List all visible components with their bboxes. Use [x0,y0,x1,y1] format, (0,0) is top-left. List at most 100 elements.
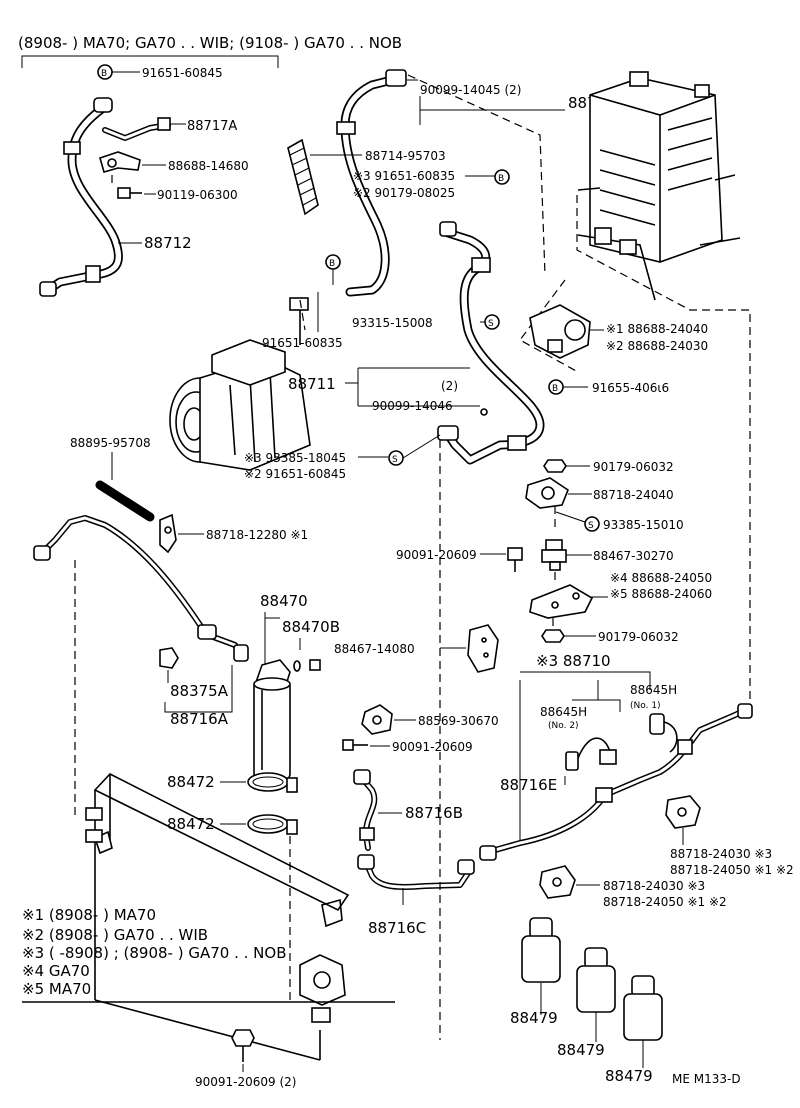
label-88688-24030: ※2 88688-24030 [606,339,708,353]
label-88712-left: 88712 [144,234,192,252]
clamp-88718-24030-a [665,795,701,829]
receiver-88470 [253,659,291,781]
label-90091-20609-a: 90091-20609 [396,548,477,562]
label-90091-20609-c: 90091-20609 (2) [195,1075,297,1089]
label-91655-40616: 91655-406ι6 [592,381,669,395]
pipe-88716B [353,769,378,851]
switch-88569-30670 [361,704,393,735]
hose-88711 [437,221,545,465]
switch-88467-30270 [541,539,567,571]
label-93315-15008: 93315-15008 [352,316,433,330]
boot-88479-c [623,975,663,1041]
label-88375A: 88375A [170,682,229,700]
note-3: ※3 ( -8908) ; (8908- ) GA70 . . NOB [22,944,287,962]
label-88718-24030-b: 88718-24030 ※3 [603,879,705,893]
insulator-88714-95703 [287,138,319,216]
label-90099-14046: 90099-14046 [372,399,453,413]
pipe-88716A [33,515,249,662]
note-2: ※2 (8908- ) GA70 . . WIB [22,926,208,944]
hose-88712-center [336,69,407,297]
switch-88467-14080 [467,624,499,673]
b-symbol-4-text: B [329,259,335,269]
label-88718-24040: 88718-24040 [593,488,674,502]
label-91651-60845-b: ※2 91651-60845 [244,467,346,481]
label-88467-30270: 88467-30270 [593,549,674,563]
label-90091-20609-b: 90091-20609 [392,740,473,754]
label-90099-14045: 90099-14045 (2) [420,83,522,97]
label-88716A: 88716A [170,710,229,728]
bracket-88688-14680 [99,151,141,173]
boot-88479-a [521,917,561,983]
label-88479-a: 88479 [510,1009,558,1027]
evaporator-unit [577,71,741,301]
pipe-88717A [102,117,171,141]
label-88645H-b: 88645H [540,705,587,719]
clamp-88718-24030-b [539,865,576,899]
note-4: ※4 GA70 [22,962,90,980]
clamp-88472-a [247,772,298,793]
label-88717A: 88717A [187,119,237,134]
label-88714-95703: 88714-95703 [365,149,446,163]
bolt-90119-06300 [117,187,142,199]
b-symbol-3-text: B [552,384,558,394]
label-93385-15010: 93385-15010 [603,518,684,532]
label-88688-24040: ※1 88688-24040 [606,322,708,336]
nut-90179-06032-b [541,629,565,643]
s-symbol-2-text: S [392,455,398,465]
label-90119-06300: 90119-06300 [157,188,238,202]
label-no1: (No. 1) [630,701,661,711]
label-90179-08025: ※2 90179-08025 [353,186,455,200]
sensor-88645H-1 [649,713,678,753]
b-symbol-1-text: B [101,69,107,79]
label-93385-18045: ※3 93385-18045 [244,451,346,465]
cap-88375A [159,647,179,669]
label-88470B: 88470B [282,618,340,636]
header-text: (8908- ) MA70; GA70 . . WIB; (9108- ) GA… [18,34,402,52]
label-88718-12280: 88718-12280 ※1 [206,528,308,542]
label-88716C: 88716C [368,919,426,937]
condenser-valve [299,954,346,1023]
note-1: ※1 (8908- ) MA70 [22,906,156,924]
pipe-88716E [479,703,753,861]
b-symbol-2 [494,169,510,185]
expansion-valve [529,304,591,359]
sensor-88645H-2 [565,737,617,771]
clamp-88718-24040 [525,477,569,509]
label-88479-b: 88479 [557,1041,605,1059]
label-91651-60835-b: 91651-60835 [262,336,343,350]
clamp-88718-12280 [159,513,177,554]
label-2-small: (2) [441,379,458,393]
label-88718-24050-b: 88718-24050 ※1 ※2 [603,895,727,909]
bolt-90091-20609-b [342,739,368,751]
label-90179-06032-b: 90179-06032 [598,630,679,644]
label-88688-24060: ※5 88688-24060 [610,587,712,601]
label-88710: ※3 88710 [536,652,611,670]
label-88716B: 88716B [405,804,463,822]
b-symbol-2-text: B [498,174,504,184]
nut-90179-06032-a [543,459,567,473]
label-88718-24050-a: 88718-24050 ※1 ※2 [670,863,794,877]
label-88716E: 88716E [500,776,557,794]
hose-88712-left [39,97,123,297]
s-symbol-3 [584,516,600,532]
label-88479-c: 88479 [605,1067,653,1085]
bolt-90091-20609-c [231,1029,255,1062]
hose-88895-95708 [95,480,155,522]
compressor [169,297,311,471]
boot-88479-b [576,947,616,1013]
label-88718-24030-a: 88718-24030 ※3 [670,847,772,861]
bolt-90091-20609-a [507,547,523,572]
condenser [85,773,350,1061]
label-88711: 88711 [288,375,336,393]
s-symbol-1-text: S [488,319,494,329]
label-88472-a: 88472 [167,773,215,791]
label-91651-60845-top: 91651-60845 [142,66,223,80]
header-bracket [21,55,279,68]
pipe-88716C [357,854,475,890]
oring-88470B [293,659,321,672]
label-88569-30670: 88569-30670 [418,714,499,728]
label-88688-14680: 88688-14680 [168,159,249,173]
label-88472-b: 88472 [167,815,215,833]
